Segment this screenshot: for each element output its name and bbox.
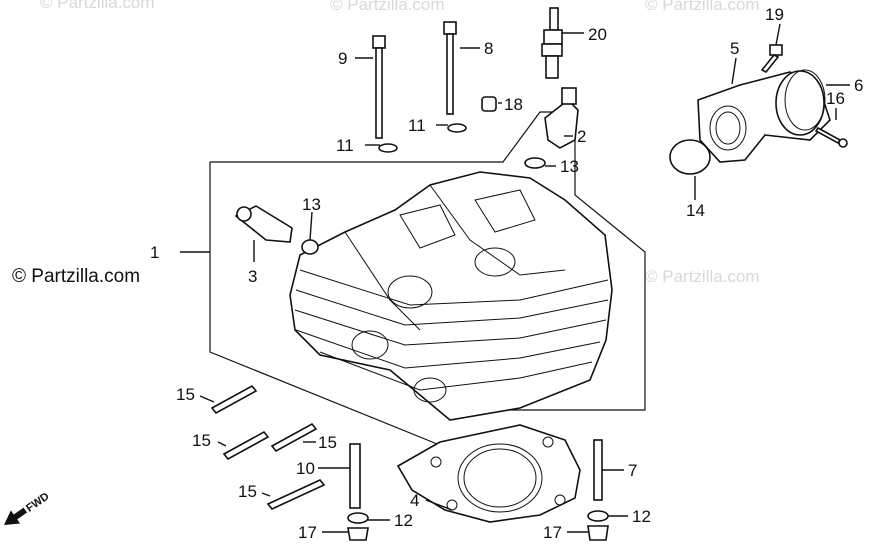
- callout-5: 5: [730, 39, 739, 58]
- callout-12-left: 12: [394, 511, 413, 530]
- fwd-arrow: FWD: [4, 490, 52, 525]
- cap-18: [481, 96, 497, 112]
- callout-16: 16: [826, 89, 845, 108]
- dowel-pin-15-d: [266, 479, 326, 510]
- clamp-screw: [814, 126, 848, 148]
- cylinder-head: [289, 171, 613, 421]
- cylinder-head-gasket: [396, 424, 581, 523]
- callout-2: 2: [577, 127, 586, 146]
- callout-11-left: 11: [336, 136, 354, 155]
- o-ring-13-left: [301, 239, 319, 255]
- dowel-pin-15-c: [270, 422, 318, 453]
- o-ring-13-top: [524, 157, 546, 169]
- bolt-9: [372, 35, 398, 153]
- spark-plug: [541, 7, 563, 79]
- watermark-right: © Partzilla.com: [645, 267, 760, 286]
- callout-1: 1: [150, 243, 159, 262]
- cylinder-head-assembly-frame: [209, 111, 646, 451]
- callout-18: 18: [504, 95, 523, 114]
- callout-14: 14: [686, 201, 705, 220]
- callout-10: 10: [296, 459, 315, 478]
- watermark-top-left: © Partzilla.com: [40, 0, 155, 12]
- tappet-hole-cap: [544, 87, 579, 149]
- plug-3: [234, 205, 293, 243]
- bolt-19: [760, 44, 783, 74]
- callout-12-right: 12: [632, 507, 651, 526]
- hose-clamp: [784, 69, 826, 131]
- callout-17-right: 17: [543, 523, 562, 542]
- leader-lines: [180, 23, 850, 533]
- callout-3: 3: [248, 267, 257, 286]
- callout-15-d: 15: [238, 482, 257, 501]
- callout-15-c: 15: [318, 433, 337, 452]
- callout-8: 8: [484, 39, 493, 58]
- intake-pipe: [697, 70, 831, 163]
- callout-13-top: 13: [560, 157, 579, 176]
- callout-15-a: 15: [176, 385, 195, 404]
- dowel-pin-15-b: [222, 430, 270, 461]
- callout-7: 7: [628, 461, 637, 480]
- watermark-top-center: © Partzilla.com: [330, 0, 445, 14]
- callout-4: 4: [410, 491, 419, 510]
- fwd-label: FWD: [24, 490, 51, 514]
- bolt-8: [443, 21, 467, 133]
- callout-15-b: 15: [192, 431, 211, 450]
- callout-13-left: 13: [302, 195, 321, 214]
- watermark-top-right: © Partzilla.com: [645, 0, 760, 14]
- copyright-text: © Partzilla.com: [12, 266, 140, 287]
- callout-17-left: 17: [298, 523, 317, 542]
- callout-11-right: 11: [408, 116, 426, 135]
- callout-6: 6: [854, 76, 863, 95]
- callout-9: 9: [338, 49, 347, 68]
- stud-7: [587, 439, 609, 541]
- callout-20: 20: [588, 25, 607, 44]
- stud-10: [347, 443, 369, 541]
- o-ring-14: [669, 139, 711, 175]
- dowel-pin-15-a: [210, 384, 258, 415]
- callout-19: 19: [765, 5, 784, 24]
